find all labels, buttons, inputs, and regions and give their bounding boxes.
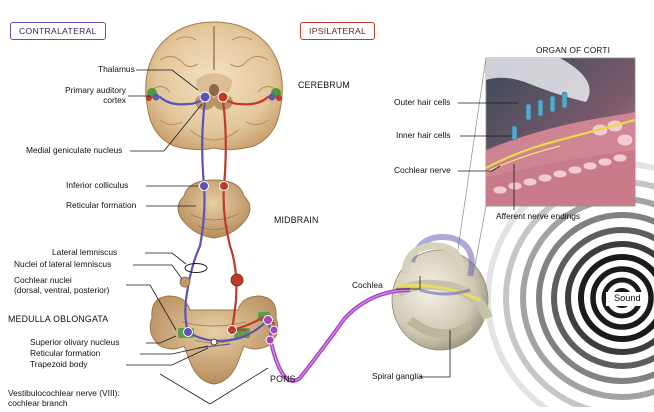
cochlear-nerve-label: Cochlear nerve <box>394 166 451 176</box>
trapezoid-body-label: Trapezoid body <box>30 360 87 370</box>
reticular-formation-low-label: Reticular formation <box>30 349 100 359</box>
spiral-ganglia-label: Spiral ganglia <box>372 372 423 382</box>
cochlea <box>392 237 488 350</box>
vestibulocochlear-nerve <box>270 290 410 381</box>
outer-hair-cells-label: Outer hair cells <box>394 98 450 108</box>
cerebrum-section <box>146 22 283 150</box>
inner-hair-cells-label: Inner hair cells <box>396 131 450 141</box>
sound-label: Sound <box>614 294 641 304</box>
lateral-lemniscus-marker <box>185 264 207 273</box>
organ-of-corti-panel <box>486 58 635 206</box>
cochlea-label: Cochlea <box>352 281 383 291</box>
afferent-nerve-endings-label: Afferent nerve endings <box>496 212 580 222</box>
cochlear-nuclei-label: Cochlear nuclei (dorsal, ventral, poster… <box>14 276 109 295</box>
organ-of-corti-label: ORGAN OF CORTI <box>536 46 610 55</box>
pons-label: PONS <box>270 374 296 384</box>
primary-auditory-cortex-label: Primary auditory cortex <box>50 86 126 105</box>
nuclei-lateral-lemniscus-label: Nuclei of lateral lemniscus <box>14 260 111 270</box>
cerebrum-label: CEREBRUM <box>298 80 350 90</box>
midbrain-section <box>178 180 250 238</box>
vestibulocochlear-line2: cochlear branch <box>8 399 120 407</box>
midbrain-label: MIDBRAIN <box>274 215 319 225</box>
medulla-label: MEDULLA OBLONGATA <box>8 314 108 324</box>
cochlear-nuclei-line2: (dorsal, ventral, posterior) <box>14 286 109 296</box>
contralateral-header: CONTRALATERAL <box>10 22 106 40</box>
reticular-formation-mid-label: Reticular formation <box>66 201 136 211</box>
thalamus-label: Thalamus <box>98 65 135 75</box>
inferior-colliculus-label: Inferior colliculus <box>66 181 128 191</box>
superior-olivary-label: Superior olivary nucleus <box>30 338 119 348</box>
medial-geniculate-label: Medial geniculate nucleus <box>26 146 122 156</box>
primary-auditory-cortex-line2: cortex <box>50 96 126 106</box>
lateral-lemniscus-label: Lateral lemniscus <box>52 248 117 258</box>
ipsilateral-header: IPSILATERAL <box>300 22 375 40</box>
vestibulocochlear-label: Vestibulocochlear nerve (VIII): cochlear… <box>8 389 120 407</box>
vestibulocochlear-line1: Vestibulocochlear nerve (VIII): <box>8 389 120 399</box>
